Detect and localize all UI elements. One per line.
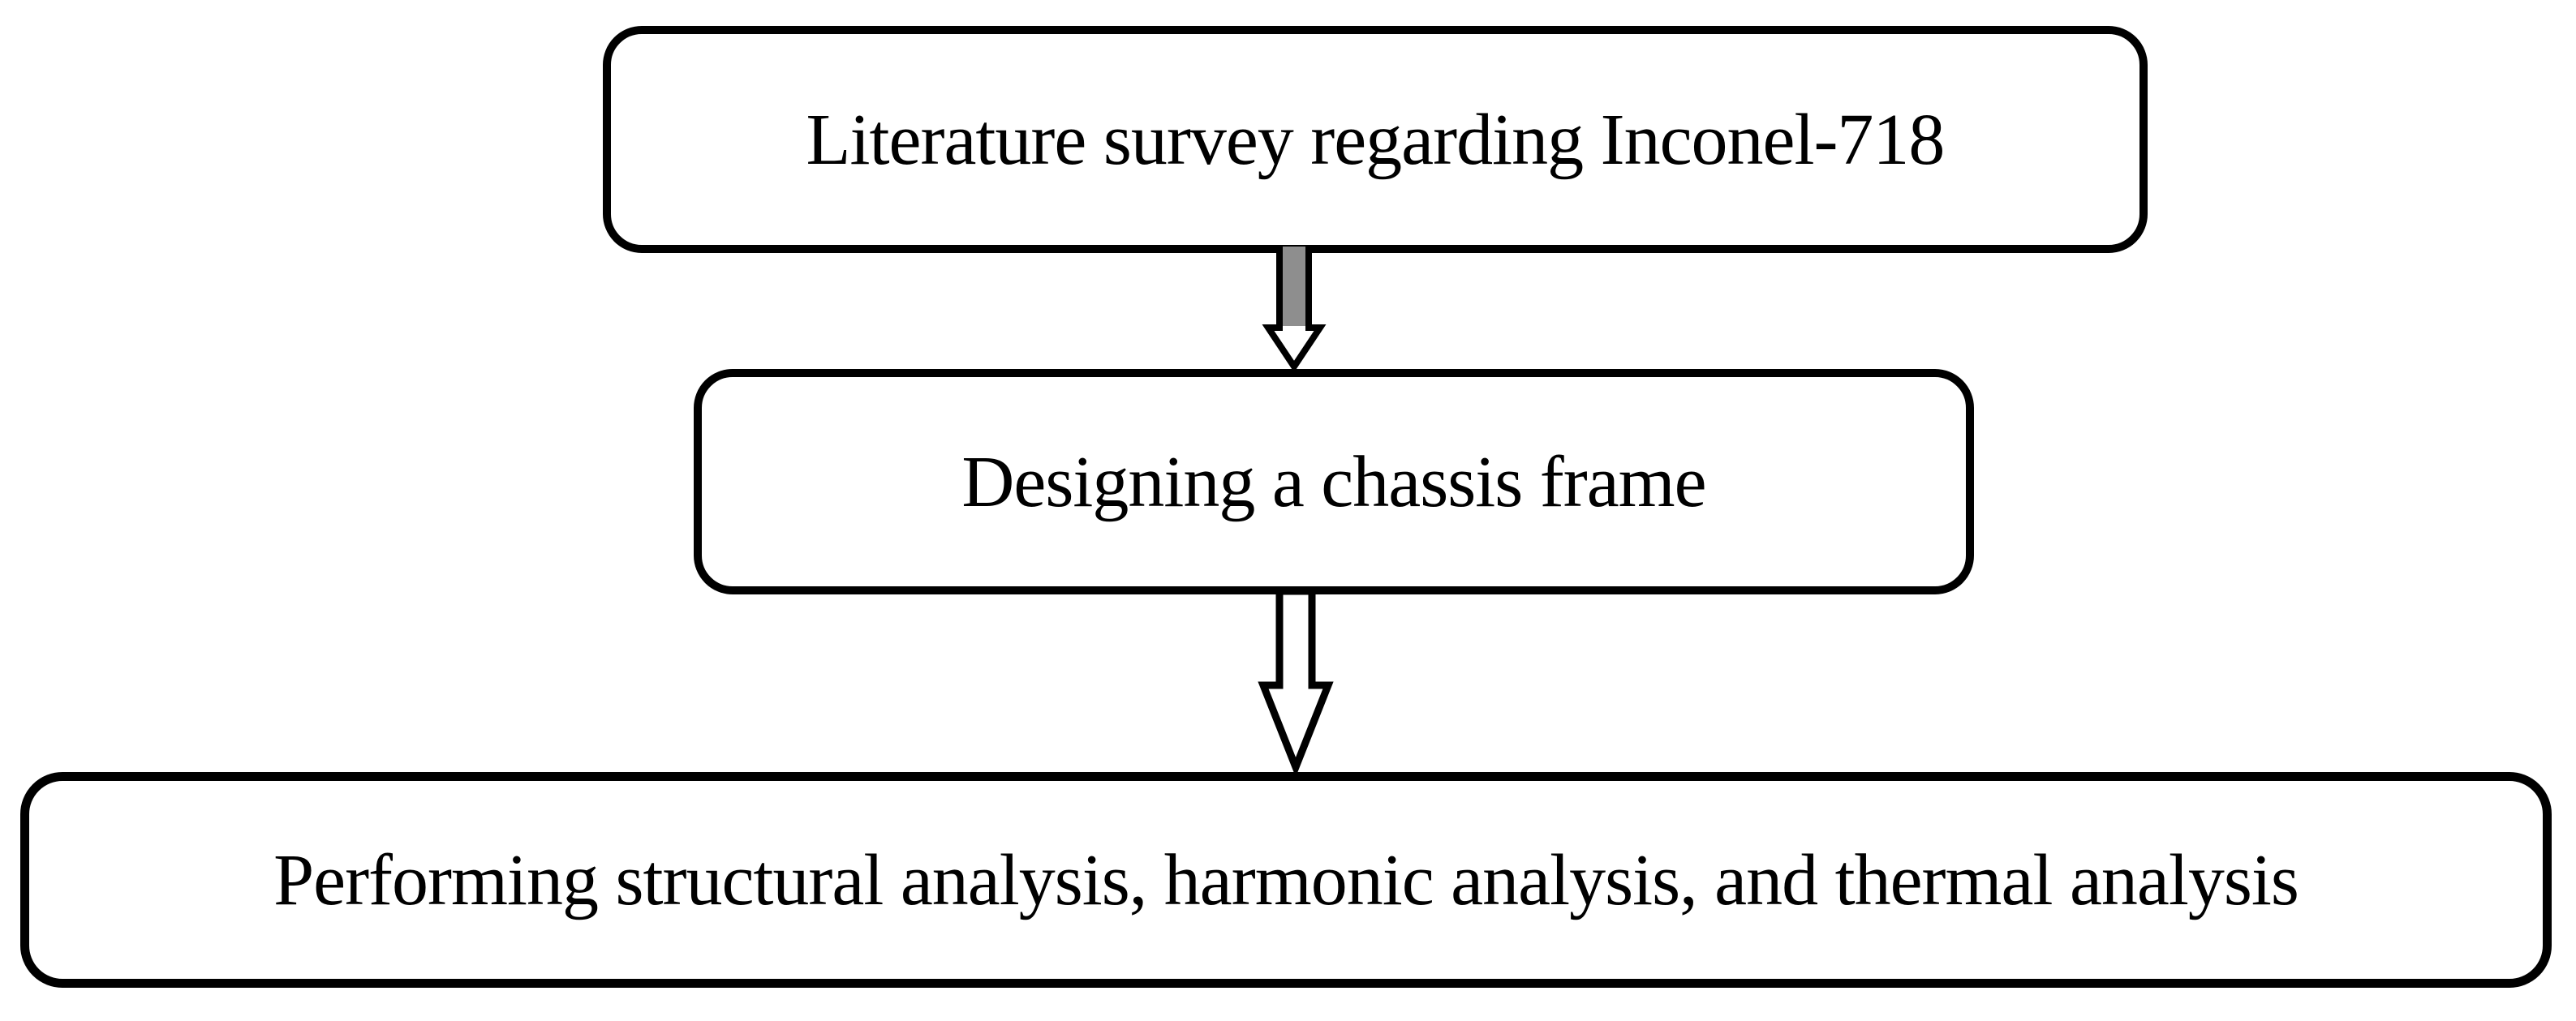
arrow-down-icon <box>1258 591 1334 772</box>
flow-node-label: Designing a chassis frame <box>961 441 1706 522</box>
flow-node-label: Literature survey regarding Inconel-718 <box>806 99 1946 180</box>
flow-node-performing-analysis: Performing structural analysis, harmonic… <box>20 772 2552 988</box>
flow-node-designing-chassis: Designing a chassis frame <box>694 369 1974 594</box>
flow-node-literature-survey: Literature survey regarding Inconel-718 <box>603 26 2148 253</box>
flow-node-label: Performing structural analysis, harmonic… <box>273 839 2299 920</box>
arrow-down-icon <box>1262 247 1327 373</box>
